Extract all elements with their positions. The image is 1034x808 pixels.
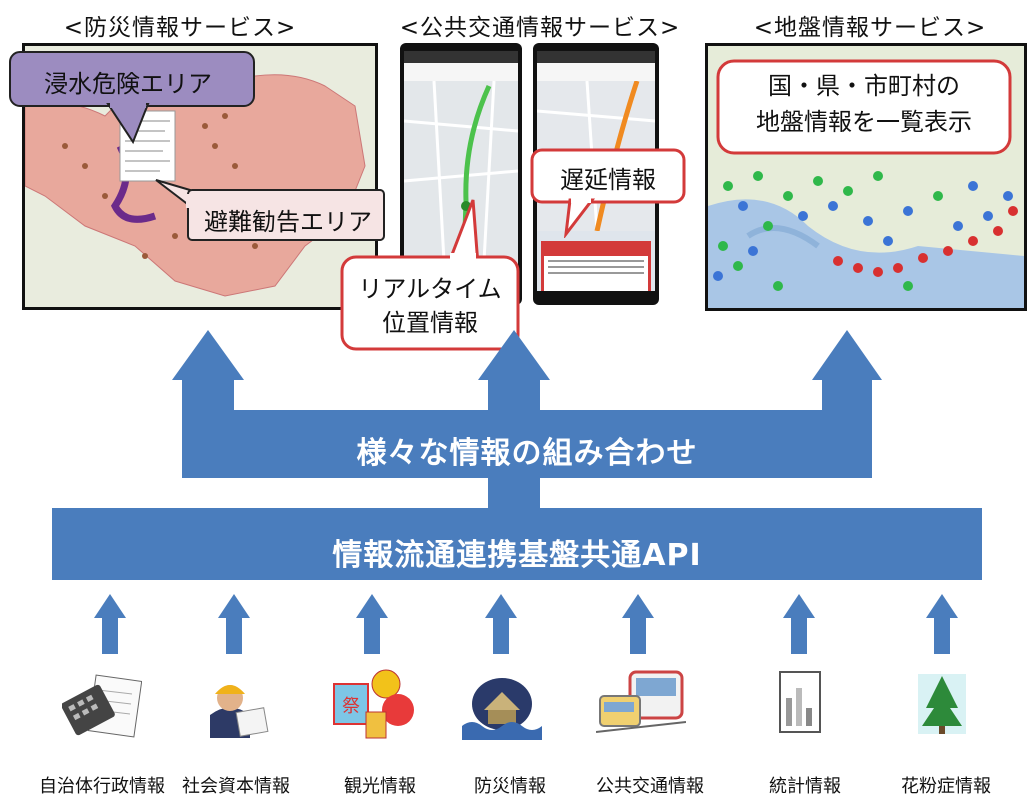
calculator-icon [62,674,142,738]
realtime-position-label: リアルタイム 位置情報 [358,275,502,337]
flood-area-label: 浸水危険エリア [44,70,212,98]
festival-icon: 祭 [333,669,414,739]
train-icon [596,670,686,733]
transit-service-title: <公共交通情報サービス> [399,15,681,41]
evac-area-label: 避難勧告エリア [204,208,372,236]
ground-list-callout [716,59,1012,155]
engineer-icon [210,685,269,738]
flood-icon [462,678,542,740]
source-label-tourism: 観光情報 [344,776,416,797]
ground-list-label: 国・県・市町村の 地盤情報を一覧表示 [756,72,972,136]
delay-info-label: 遅延情報 [560,166,656,194]
api-label: 情報流通連携基盤共通API [332,538,702,573]
integration-arrows [52,330,982,580]
arrow-to-disaster [172,330,244,380]
svg-text:祭: 祭 [342,696,360,717]
source-label-stats: 統計情報 [769,776,841,797]
arrow-to-transit [478,330,550,380]
evac-callout [155,179,385,241]
arrow-to-ground [812,330,882,380]
delay-callout [530,148,686,238]
source-label-pollen: 花粉症情報 [901,776,991,797]
source-label-disaster: 防災情報 [474,776,546,797]
realtime-callout [340,199,520,351]
chart-doc-icon [779,671,821,733]
disaster-service-title: <防災情報サービス> [63,15,297,41]
source-label-admin: 自治体行政情報 [39,776,165,797]
source-label-transit: 公共交通情報 [596,776,704,797]
ground-service-title: <地盤情報サービス> [753,15,987,41]
tree-icon [918,674,966,734]
source-arrows [94,594,958,654]
combine-label: 様々な情報の組み合わせ [356,436,698,471]
flood-callout [9,51,255,145]
api-band [52,508,982,580]
source-label-infra: 社会資本情報 [182,776,290,797]
